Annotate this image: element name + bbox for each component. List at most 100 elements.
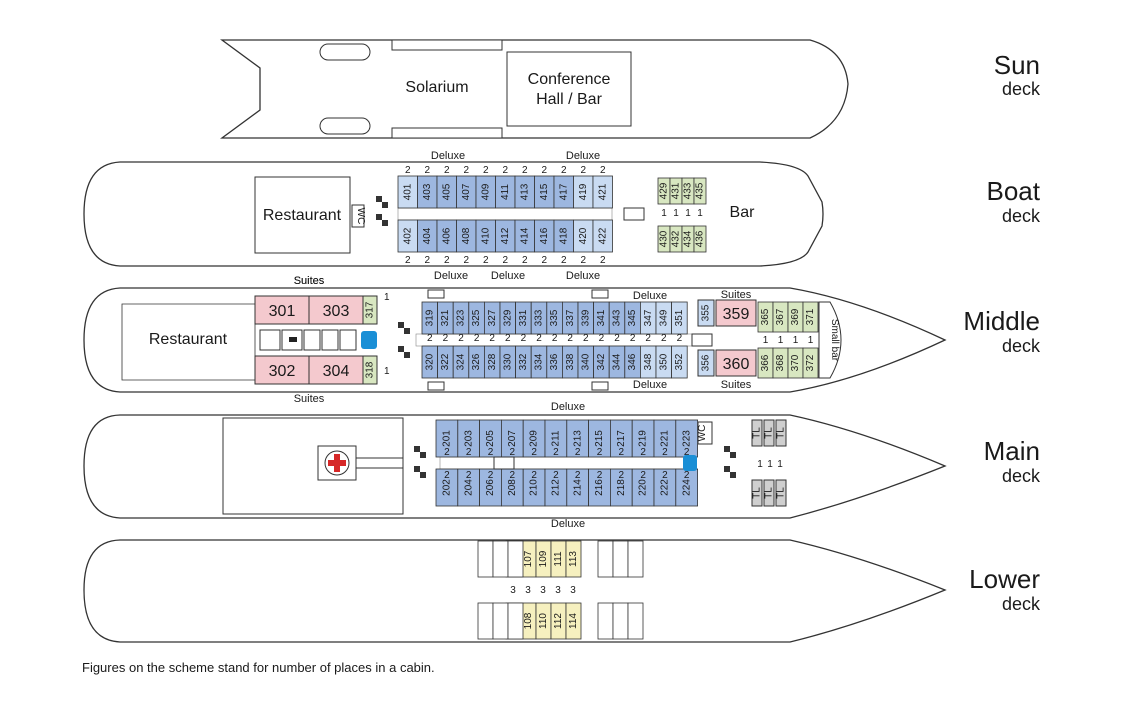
lower-cap-3: 3 [540,585,546,596]
middle-service-1 [259,329,281,351]
lower-cabin-label-112: 112 [553,613,564,629]
middle-cabin-label-335: 335 [549,309,560,326]
main-deluxe-top: Deluxe [551,401,585,413]
main-cabin-label-213: 213 [572,430,583,447]
middle-cabin-label-345: 345 [627,309,638,326]
boat-cabin-label-429: 429 [659,182,670,199]
middle-cabin-label-369: 369 [790,308,801,325]
lower-cabin-label-107: 107 [523,550,534,567]
cabin-355-label: 355 [701,304,712,321]
cabin-317 [362,295,378,325]
cabin-356-label: 356 [701,354,712,371]
main-cabin-label-209: 209 [529,430,540,447]
middle-cabin-cap-339: 2 [583,333,589,344]
main-cabin-label-221: 221 [660,430,671,447]
main-cabin-cap-217: 2 [619,447,625,458]
boat-cabins-bottom: 4022404240624082410241224142416241824202… [397,219,613,266]
middle-cabin-label-368: 368 [775,354,786,371]
middle-cabin-cap-367: 1 [778,335,784,346]
boat-cabin-cap-403: 2 [424,165,430,176]
boat-cabin-421 [592,175,613,209]
main-cabin-label-215: 215 [594,430,605,447]
main-info-icon [683,455,697,471]
boat-cabin-cap-408: 2 [463,255,469,266]
middle-cabin-label-367: 367 [775,308,786,325]
lower-cabin-label-114: 114 [568,613,579,629]
cabin-355 [697,299,715,327]
boat-cabin-label-421: 421 [597,183,608,200]
main-cabin-cap-214: 2 [575,470,581,481]
main-cabin-cap-219: 2 [640,447,646,458]
middle-iron-icon [289,337,297,342]
middle-stair-2 [404,328,410,334]
middle-cabin-label-321: 321 [440,309,451,326]
lower-empty-cell [492,602,509,640]
boat-stair-4 [382,220,388,226]
middle-cabin-cap-369: 1 [793,335,799,346]
main-tl-label-3: TL [776,427,787,439]
lower-empty-cell [492,540,509,578]
legend-note: Figures on the scheme stand for number o… [82,660,435,675]
boat-cabin-cap-415: 2 [541,165,547,176]
middle-stair-6 [591,289,609,299]
middle-cabin-label-328: 328 [487,353,498,370]
main-cabin-label-223: 223 [681,430,692,447]
middle-cabin-351 [671,301,688,335]
main-cabin-label-202: 202 [442,479,453,496]
middle-cabin-cap-323: 2 [458,333,464,344]
middle-cabin-cap-335: 2 [552,333,558,344]
middle-suites-top: Suites [294,275,325,287]
lower-deck-subtitle: deck [1002,594,1041,614]
middle-cabin-label-338: 338 [565,353,576,370]
cabin-318 [362,355,378,385]
middle-cabin-label-326: 326 [471,353,482,370]
middle-cabin-label-348: 348 [643,353,654,370]
boat-cabin-cap-417: 2 [561,165,567,176]
middle-cabin-cap-351: 2 [677,333,683,344]
middle-service-row [259,329,377,351]
middle-cabin-label-340: 340 [580,353,591,370]
boat-cabin-cap-435: 1 [697,208,703,219]
boat-cabin-label-419: 419 [578,183,589,200]
main-tl-3 [775,419,787,447]
lower-empty-cell [597,602,614,640]
boat-cabin-cap-433: 1 [685,208,691,219]
main-stair-9 [493,456,515,470]
main-cabin-label-208: 208 [507,479,518,496]
main-deck-title: Main [984,436,1040,466]
boat-cabin-label-411: 411 [500,184,511,200]
boat-cabin-cap-421: 2 [600,165,606,176]
boat-stair-3 [376,214,382,220]
main-deck-aft-room [222,417,404,515]
main-tl-cap-2: 1 [767,459,773,470]
middle-service-4 [321,329,339,351]
lower-cap-2: 3 [525,585,531,596]
medical-cross-h [328,460,346,466]
lower-cap-5: 3 [570,585,576,596]
main-stair-7 [724,466,730,472]
main-cabin-cap-202: 2 [444,470,450,481]
middle-cabin-label-349: 349 [658,309,669,326]
boat-cabin-label-403: 403 [422,183,433,200]
main-cabin-label-219: 219 [638,430,649,447]
middle-stair-3 [398,346,404,352]
middle-service-5 [339,329,357,351]
main-cabin-cap-213: 2 [575,447,581,458]
main-cabin-cap-207: 2 [510,447,516,458]
lower-cabins-top: 105107109111113 [505,540,582,578]
middle-cabin-label-346: 346 [627,353,638,370]
main-cabin-label-203: 203 [463,430,474,447]
cabin-317-cap: 1 [384,292,390,303]
middle-cabin-cap-329: 2 [505,333,511,344]
sun-deck-boat-bottom [319,117,371,135]
boat-stair-1 [376,196,382,202]
main-cabin-label-211: 211 [551,430,562,446]
middle-cabin-label-347: 347 [643,309,654,326]
middle-stair-4 [404,352,410,358]
lower-cabin-114 [565,602,582,640]
boat-cabin-cap-419: 2 [580,165,586,176]
boat-cabin-cap-412: 2 [502,255,508,266]
middle-cabins-top: 3192321232323252327232923312333233523372… [421,301,688,344]
